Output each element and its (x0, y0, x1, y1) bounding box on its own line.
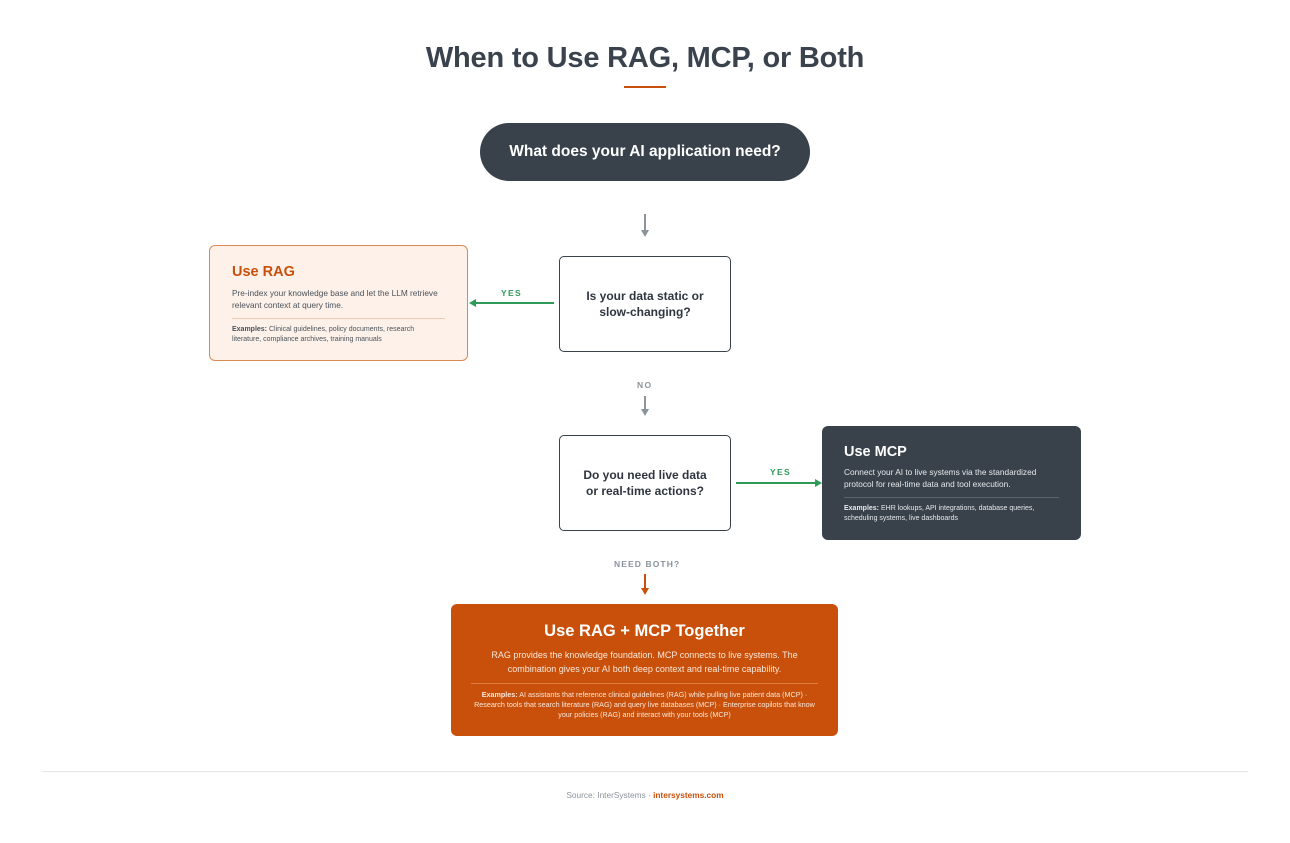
rag-divider (232, 318, 445, 319)
mcp-divider (844, 497, 1059, 498)
mcp-title: Use MCP (844, 444, 907, 460)
edge-label-yes-mcp: YES (770, 467, 791, 477)
rag-examples-text: Clinical guidelines, policy documents, r… (232, 326, 415, 343)
rag-examples-label: Examples: (232, 326, 268, 333)
footer-source: Source: InterSystems · intersystems.com (0, 790, 1290, 800)
mcp-examples-text: EHR lookups, API integrations, database … (844, 505, 1035, 522)
both-description: RAG provides the knowledge foundation. M… (491, 650, 798, 674)
rag-examples: Examples: Clinical guidelines, policy do… (232, 325, 445, 345)
mcp-result-card: Use MCP Connect your AI to live systems … (822, 426, 1081, 540)
decision-live-data-label: Do you need live data or real-time actio… (583, 468, 707, 498)
arrow-head-yes-to-mcp (815, 479, 822, 487)
decision-static-data: Is your data static or slow-changing? (559, 256, 731, 352)
edge-label-need-both: NEED BOTH? (614, 559, 681, 569)
both-examples-label: Examples: (481, 690, 518, 699)
mcp-examples-label: Examples: (844, 505, 880, 512)
both-divider (471, 683, 818, 684)
title-underline (624, 86, 666, 88)
both-examples-text: AI assistants that reference clinical gu… (474, 690, 815, 719)
mcp-examples: Examples: EHR lookups, API integrations,… (844, 504, 1059, 524)
arrow-need-both (644, 574, 646, 589)
arrow-start-to-decision-1 (644, 214, 646, 231)
arrow-yes-to-mcp (736, 482, 816, 484)
footer-source-label: Source: InterSystems · (566, 790, 651, 800)
rag-mcp-together-card: Use RAG + MCP Together RAG provides the … (451, 604, 838, 736)
arrow-head-need-both (641, 588, 649, 595)
rag-description: Pre-index your knowledge base and let th… (232, 288, 438, 310)
edge-label-yes-rag: YES (501, 288, 522, 298)
arrow-head-yes-to-rag (469, 299, 476, 307)
start-node: What does your AI application need? (480, 123, 810, 181)
rag-result-card: Use RAG Pre-index your knowledge base an… (209, 245, 468, 361)
arrow-yes-to-rag (475, 302, 554, 304)
both-title: Use RAG + MCP Together (544, 622, 745, 640)
decision-static-data-label: Is your data static or slow-changing? (586, 289, 704, 319)
footer-link[interactable]: intersystems.com (653, 790, 724, 800)
decision-live-data: Do you need live data or real-time actio… (559, 435, 731, 531)
arrow-head-start-to-decision-1 (641, 230, 649, 237)
rag-title: Use RAG (232, 264, 295, 280)
mcp-description: Connect your AI to live systems via the … (844, 467, 1037, 489)
arrow-no-to-decision-2 (644, 396, 646, 410)
page-title: When to Use RAG, MCP, or Both (425, 42, 865, 74)
both-examples: Examples: AI assistants that reference c… (471, 690, 818, 720)
footer-divider (42, 771, 1248, 772)
arrow-head-no-to-decision-2 (641, 409, 649, 416)
edge-label-no: NO (637, 380, 653, 390)
